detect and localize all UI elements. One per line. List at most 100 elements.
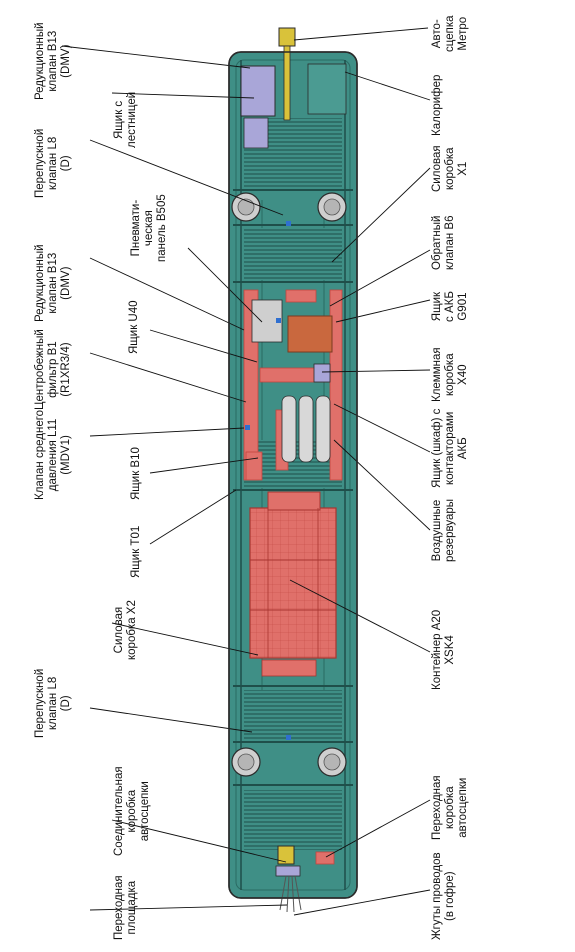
label-transition-platform-line-1: Переходная <box>113 875 125 940</box>
label-bypass-valve-bottom-line-1: Перепускной <box>34 668 46 738</box>
label-reducer-valve-mid-line-2: клапан B13 <box>47 252 59 314</box>
label-box-b10-line-1: Ящик B10 <box>130 447 142 500</box>
label-centrifugal-filter-line-3: (R1XR3/4) <box>60 342 72 397</box>
label-medium-pressure-valve-line-3: (MDV1) <box>60 435 72 475</box>
floor-grates <box>244 118 342 850</box>
label-centrifugal-filter-line-2: фильтр B1 <box>47 341 59 398</box>
label-pneumatic-panel-line-3: панель B505 <box>156 194 168 262</box>
label-check-valve-b6-line-1: Обратный <box>431 215 443 270</box>
label-battery-box-g901-line-3: G901 <box>457 292 469 321</box>
label-box-u40: Ящик U40 <box>128 300 141 354</box>
label-ladder-box-line-2: лестницей <box>126 91 138 148</box>
air-reservoirs-shapes <box>281 395 331 463</box>
label-power-box-x2-line-2: коробка X2 <box>126 600 138 660</box>
label-bypass-valve-bottom-line-2: клапан L8 <box>47 676 59 730</box>
label-battery-contactor-cabinet-line-1: Ящик (шкаф) с <box>431 408 443 488</box>
leader-lines <box>61 27 431 916</box>
label-wire-harness-line-2: (в гофре) <box>444 871 456 921</box>
label-bypass-valve-bottom-line-3: (D) <box>60 695 72 712</box>
label-pneumatic-panel-line-2: ческая <box>143 210 155 247</box>
label-terminal-box-x40-line-3: X40 <box>457 364 469 385</box>
label-power-box-x1-line-1: Силовая <box>431 145 443 192</box>
label-box-u40-line-1: Ящик U40 <box>128 300 140 354</box>
label-box-b10: Ящик B10 <box>130 447 143 500</box>
label-terminal-box-x40-line-2: коробка <box>444 353 456 397</box>
wire-harness-lines <box>279 875 302 913</box>
label-reducer-valve-mid-line-1: Редукционный <box>34 244 46 322</box>
label-reducer-valve-top-line-2: клапан B13 <box>47 30 59 92</box>
label-wire-harness-line-1: Жгуты проводов <box>431 852 443 940</box>
blue-fittings <box>245 221 291 740</box>
label-transition-platform-line-2: площадка <box>126 880 138 935</box>
label-power-box-x2-line-1: Силовая <box>113 606 125 654</box>
label-medium-pressure-valve-line-1: Клапан среднего <box>34 409 46 500</box>
label-auto-coupler-metro-line-2: сцепка <box>444 15 456 52</box>
label-heater-line-1: Калорифер <box>431 74 443 136</box>
cross-beams <box>233 189 353 786</box>
label-heater: Калорифер <box>431 75 444 136</box>
label-battery-box-g901-line-1: Ящик <box>431 291 443 322</box>
label-reducer-valve-top-line-3: (DMV) <box>60 44 72 78</box>
label-power-box-x1-line-2: коробка <box>444 147 456 191</box>
label-coupler-junction-box-line-1: Соединительная <box>113 766 125 856</box>
label-coupler-junction-box-line-2: коробка <box>126 789 138 833</box>
label-container-a20-line-2: XSK4 <box>444 635 456 665</box>
label-check-valve-b6-line-2: клапан B6 <box>444 215 456 270</box>
label-coupler-junction-box-line-3: автосцепки <box>139 781 151 842</box>
pneumatic-panel <box>251 299 283 343</box>
red-equipment <box>243 289 343 481</box>
label-box-t01-line-1: Ящик T01 <box>130 525 142 578</box>
label-auto-coupler-metro-line-1: Авто- <box>431 19 443 49</box>
ladder-box <box>240 65 276 149</box>
label-power-box-x1-line-3: X1 <box>457 161 469 176</box>
label-box-t01: Ящик T01 <box>130 526 143 578</box>
label-battery-box-g901-line-2: с АКБ <box>444 291 456 322</box>
container-a20-shape <box>249 491 337 677</box>
label-ladder-box-line-1: Ящик с <box>113 100 125 139</box>
label-reducer-valve-top-line-1: Редукционный <box>34 22 46 100</box>
label-coupler-transition-box-line-1: Переходная <box>431 775 443 840</box>
label-coupler-transition-box-line-2: коробка <box>444 786 456 829</box>
heater-unit <box>307 63 347 115</box>
terminal-box <box>313 363 331 383</box>
label-container-a20-line-1: Контейнер A20 <box>431 609 443 690</box>
label-air-reservoirs-line-2: резервуары <box>444 498 456 562</box>
bogie-top <box>231 192 347 222</box>
label-pneumatic-panel-line-1: Пневмати- <box>130 199 142 257</box>
label-reducer-valve-mid-line-3: (DMV) <box>60 266 72 300</box>
label-bypass-valve-top-line-3: (D) <box>60 155 72 172</box>
label-medium-pressure-valve-line-2: давления L11 <box>47 418 59 492</box>
label-auto-coupler-metro-line-3: Метро <box>457 16 469 51</box>
label-centrifugal-filter-line-1: Центробежный <box>34 329 46 410</box>
label-coupler-transition-box-line-3: автосцепки <box>457 777 469 838</box>
battery-box <box>287 315 333 353</box>
label-terminal-box-x40-line-1: Клеммная <box>431 347 443 402</box>
label-bypass-valve-top-line-2: клапан L8 <box>47 136 59 190</box>
bogie-bottom <box>231 747 347 777</box>
auto-coupler-top <box>278 27 296 121</box>
label-wire-harness: Жгуты проводов(в гофре) <box>431 852 457 940</box>
label-battery-contactor-cabinet-line-2: контакторами <box>444 411 456 485</box>
label-air-reservoirs-line-1: Воздушные <box>431 499 443 562</box>
label-battery-contactor-cabinet-line-3: АКБ <box>457 437 469 460</box>
